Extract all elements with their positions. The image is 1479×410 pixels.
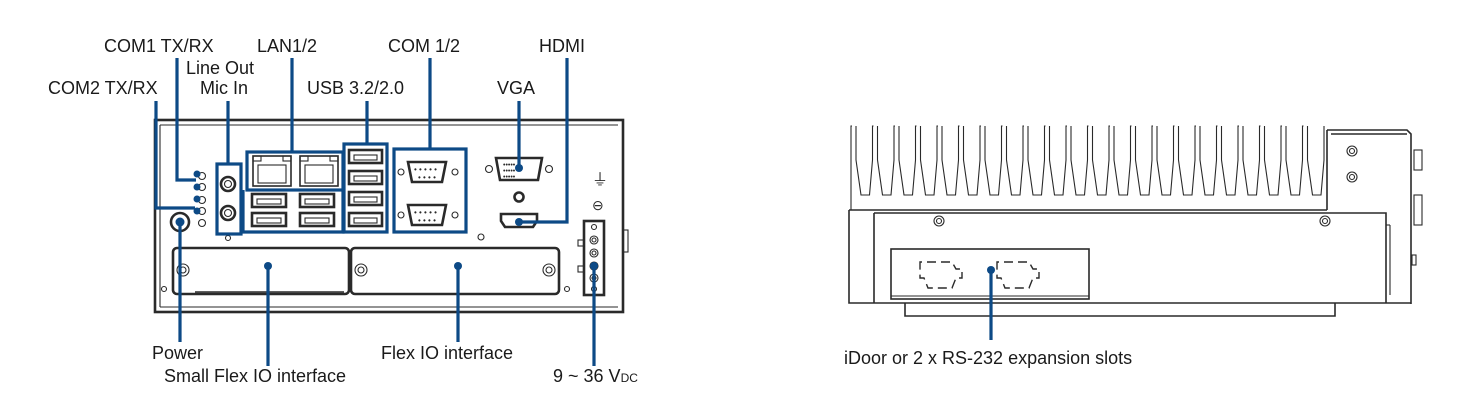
com-port-1[interactable]: • • • • • • • • •: [397, 160, 459, 184]
svg-text:• • • • •: • • • • •: [414, 165, 437, 174]
usb-callout-box: [342, 142, 389, 234]
usb-ports: [250, 148, 384, 228]
mic-in-jack[interactable]: [219, 204, 237, 222]
label-com1-txrx: COM1 TX/RX: [104, 36, 214, 56]
com-port-2[interactable]: • • • • • • • • •: [397, 203, 459, 227]
screw-hole: [563, 285, 571, 293]
label-lan: LAN1/2: [257, 36, 317, 56]
com-ports: • • • • • • • • • • • • • • • • • •: [397, 160, 459, 227]
front-panel: [153, 118, 629, 314]
svg-text:•••••: •••••: [503, 162, 516, 169]
line-out-jack[interactable]: [219, 175, 237, 193]
dc-terminal-block[interactable]: [577, 219, 606, 297]
label-idoor: iDoor or 2 x RS-232 expansion slots: [844, 348, 1132, 368]
audio-callout-box: [215, 162, 243, 236]
label-flex-io: Flex IO interface: [381, 343, 513, 363]
hdmi-port[interactable]: [499, 212, 539, 229]
label-power: Power: [152, 343, 203, 363]
lan-port-2[interactable]: [299, 155, 339, 187]
label-usb: USB 3.2/2.0: [307, 78, 404, 98]
label-com12: COM 1/2: [388, 36, 460, 56]
screw-hole: [513, 191, 525, 203]
label-mic-in: Mic In: [200, 78, 248, 98]
usb-port[interactable]: [347, 169, 384, 186]
led-indicators: [193, 170, 207, 228]
front-callouts: [154, 58, 598, 366]
svg-text:• • • •: • • • •: [418, 216, 436, 225]
heatsink-fins: [850, 125, 1325, 210]
rs232-placeholder: [919, 261, 963, 289]
lan-port-1[interactable]: [252, 155, 292, 187]
usb-port[interactable]: [298, 192, 336, 209]
label-hdmi: HDMI: [539, 36, 585, 56]
minus-symbol: ⊖: [592, 197, 604, 213]
screw-hole: [477, 233, 485, 241]
flex-io-bay[interactable]: [349, 246, 561, 296]
screw-hole: [160, 285, 168, 293]
usb-port[interactable]: [347, 148, 384, 165]
label-line-out: Line Out: [186, 58, 254, 78]
ground-symbol: ⏚: [592, 171, 608, 189]
label-com2-txrx: COM2 TX/RX: [48, 78, 158, 98]
chassis-outline: [153, 118, 625, 314]
rs232-placeholder: [996, 261, 1040, 289]
audio-jacks: [219, 175, 237, 242]
side-panel: [848, 125, 1423, 340]
svg-text:• • • •: • • • •: [418, 173, 436, 182]
svg-text:•••••: •••••: [503, 168, 516, 175]
led: [197, 218, 207, 228]
usb-port[interactable]: [347, 190, 384, 207]
svg-text:•••••: •••••: [503, 174, 516, 181]
small-flex-io-bay[interactable]: [171, 246, 351, 296]
dc-subscript: DC: [621, 371, 639, 385]
vga-port[interactable]: ••••• ••••• •••••: [484, 156, 554, 182]
usb-port[interactable]: [250, 192, 288, 209]
usb-port[interactable]: [298, 211, 336, 228]
label-vga: VGA: [497, 78, 535, 98]
usb-port[interactable]: [347, 211, 384, 228]
usb-port[interactable]: [250, 211, 288, 228]
side-bracket: [622, 229, 629, 253]
fin-outline: [850, 125, 1325, 210]
svg-text:• • • • •: • • • • •: [414, 208, 437, 217]
label-dc-input: 9 ~ 36 VDC: [553, 366, 638, 386]
lan-ports: [252, 155, 339, 187]
dc-main: 9 ~ 36 V: [553, 366, 621, 386]
label-small-flex-io: Small Flex IO interface: [164, 366, 346, 386]
